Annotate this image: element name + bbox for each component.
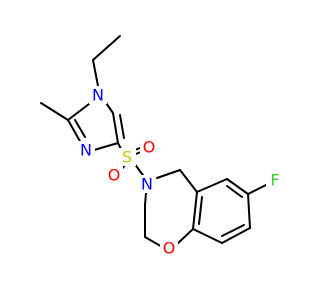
atom-s: S xyxy=(122,148,132,167)
bond-c6-c7-inner xyxy=(226,185,243,198)
n3-label-bg xyxy=(77,141,95,159)
atom-n3: N xyxy=(80,141,92,160)
bond-methyl-c2 xyxy=(40,102,69,121)
bond-n3-c4 xyxy=(93,142,119,151)
atom-f: F xyxy=(270,171,279,190)
f-label-bg xyxy=(266,171,284,189)
o1-label-bg xyxy=(160,239,178,257)
atom-label-layer: N N S O O N F O xyxy=(77,86,284,258)
bond-c9-c9a xyxy=(192,228,223,244)
n1-label-bg xyxy=(89,86,107,104)
bond-c8-c9-inner xyxy=(221,224,245,237)
atom-o1: O xyxy=(163,239,176,258)
bond-c4-c5-double xyxy=(119,114,125,139)
atom-n1: N xyxy=(92,86,104,105)
atom-o-top: O xyxy=(143,138,156,157)
s-label-bg xyxy=(118,148,136,166)
bond-c8-c9 xyxy=(221,227,251,244)
bond-c2-n3-double xyxy=(74,119,86,138)
molecule-structure: N N S O O N F O xyxy=(40,35,284,258)
bond-ethyl-ch3-ch2 xyxy=(92,35,121,61)
atom-o-bottom: O xyxy=(108,166,121,185)
bond-c2-n3 xyxy=(67,119,82,144)
bond-c7-c8 xyxy=(247,193,251,229)
bond-c4-c5 xyxy=(112,112,119,144)
bond-c5a-c6 xyxy=(196,178,228,193)
bond-ethyl-ch2-n1 xyxy=(92,59,99,87)
bond-n4-c5 xyxy=(156,169,181,179)
bond-c9a-c5a xyxy=(192,191,198,230)
atom-n4: N xyxy=(141,175,153,194)
bond-n4-c3 xyxy=(144,192,147,206)
o-top-label-bg xyxy=(140,138,158,156)
bond-o1-c9a xyxy=(175,228,194,246)
bond-c5-c5a xyxy=(179,169,198,193)
bond-c7-f xyxy=(247,183,269,195)
bond-c9a-c5a-inner xyxy=(198,196,203,225)
n4-label-bg xyxy=(138,175,156,193)
bond-n1-c2 xyxy=(67,103,90,121)
bond-c6-c7 xyxy=(226,178,249,195)
o-bottom-label-bg xyxy=(105,166,123,184)
